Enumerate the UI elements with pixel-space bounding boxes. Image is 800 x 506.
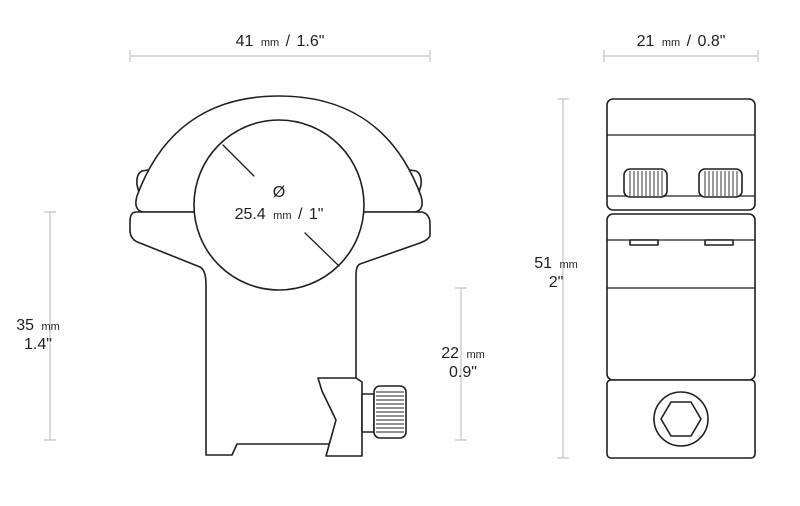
saddle-height-imperial: 0.9" (449, 364, 477, 381)
side-cap-screw-left (623, 168, 668, 198)
clamp-knob-knurling (376, 391, 404, 433)
side-width-label: 21 mm / 0.8" (637, 33, 726, 50)
clamp-knob-stem (361, 393, 375, 433)
dimension-line-side-width (603, 50, 759, 62)
front-width-label: 41 mm / 1.6" (236, 33, 325, 50)
dimension-line-saddle-height (455, 287, 467, 441)
dimension-line-center-height (44, 211, 56, 441)
saddle-height-metric: 22 mm (441, 345, 485, 362)
bore-diameter-tick-upper (222, 144, 255, 177)
ring-side-view (606, 98, 756, 459)
total-height-metric: 51 mm (534, 255, 578, 272)
side-base-body (606, 213, 756, 381)
cross-bolt-clamp (317, 377, 363, 457)
diameter-symbol: Ø (273, 184, 285, 201)
dimension-line-total-height (557, 98, 569, 459)
side-cap-screw-right (698, 168, 743, 198)
hex-socket (660, 401, 702, 437)
center-height-metric: 35 mm (16, 317, 60, 334)
bore-diameter-label: 25.4 mm / 1" (235, 206, 324, 223)
center-height-imperial: 1.4" (24, 336, 52, 353)
ring-front-view (129, 95, 431, 457)
total-height-imperial: 2" (549, 274, 564, 291)
scope-bore (193, 119, 365, 291)
bore-diameter-tick-lower (304, 232, 340, 267)
dimension-line-front-width (129, 50, 431, 62)
